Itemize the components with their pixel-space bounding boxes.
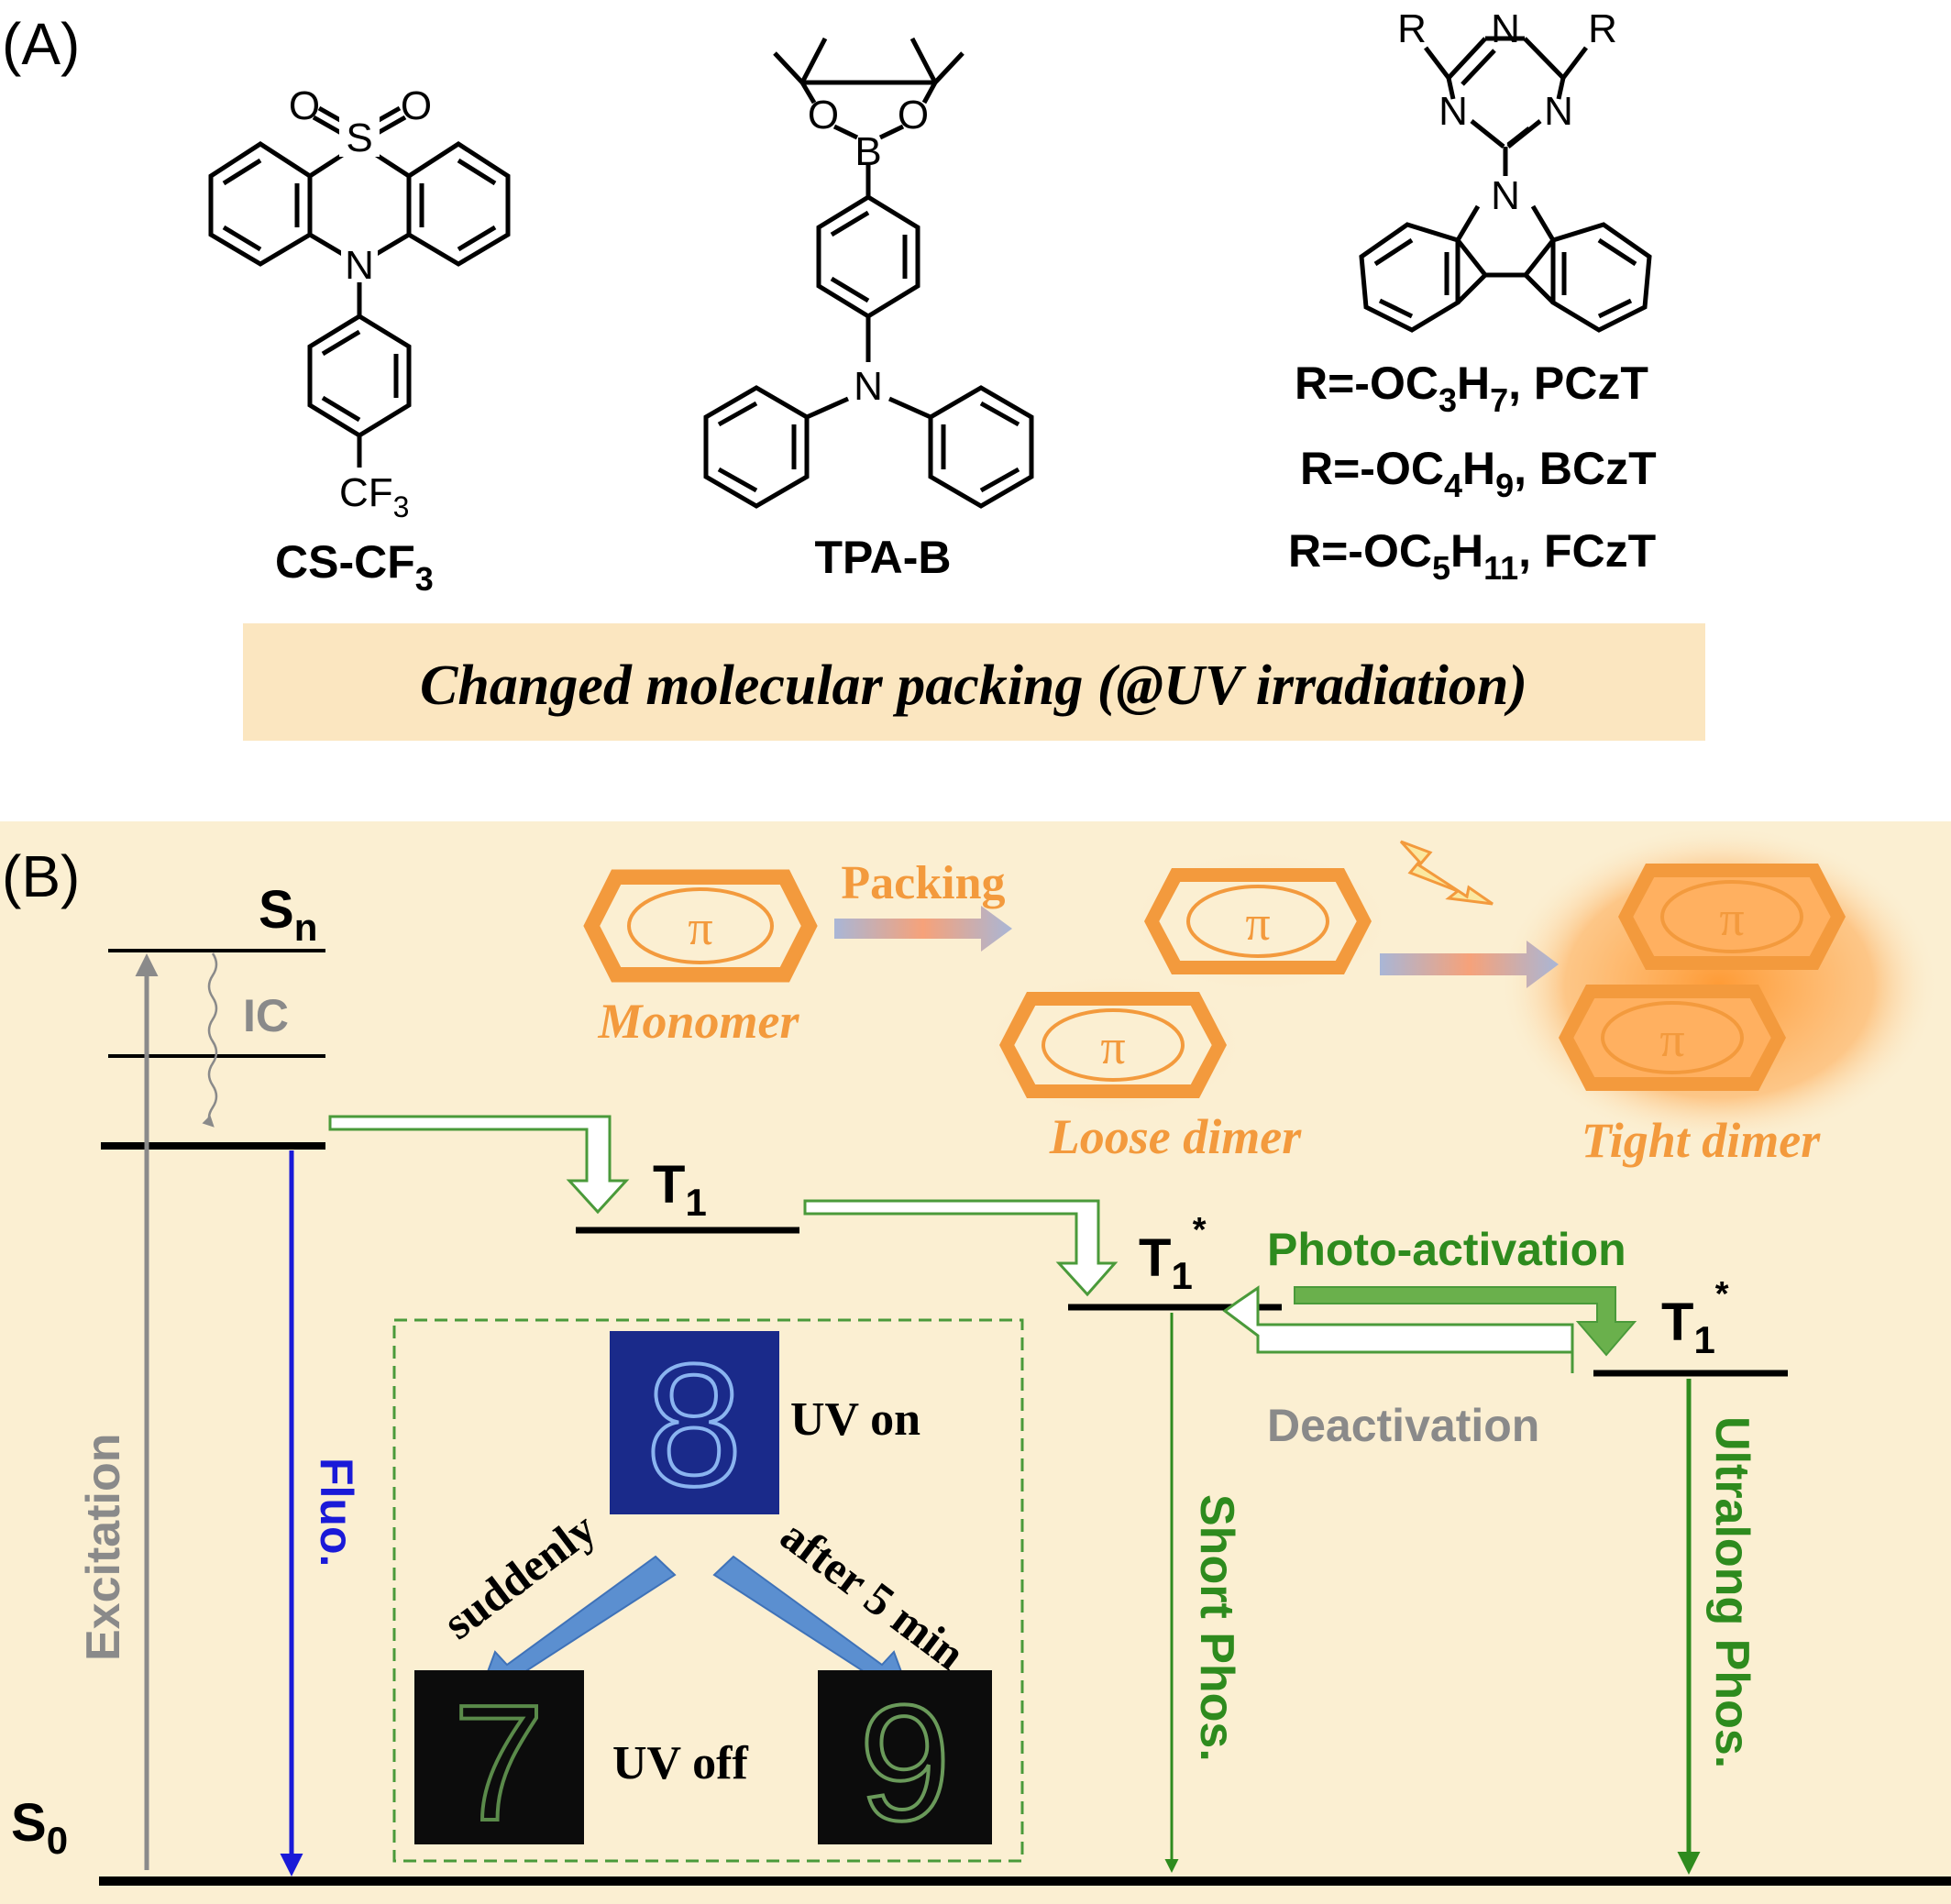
t1-label: T1 bbox=[653, 1155, 707, 1224]
pi-symbol: π bbox=[1659, 1012, 1684, 1067]
sudden-digit: 7 bbox=[453, 1671, 545, 1855]
compound-tpa-b-atoms: O O B N TPA-B bbox=[808, 93, 952, 583]
short-phos-label: Short Phos. bbox=[1190, 1494, 1243, 1762]
panel-a-label: (A) bbox=[2, 11, 80, 77]
compound-name: CS-CF bbox=[275, 536, 415, 588]
atom-r: R bbox=[1588, 6, 1617, 51]
pi-symbol: π bbox=[1719, 891, 1744, 946]
uv-off-label: UV off bbox=[612, 1737, 748, 1789]
uv-on-photo bbox=[610, 1331, 779, 1514]
packing-schematic: π Monomer Packing π π Loose dimer π bbox=[583, 825, 1939, 1168]
pi-symbol: π bbox=[1100, 1019, 1125, 1074]
variant-fczt: R=-OC5H11, FCzT bbox=[1288, 525, 1656, 587]
pi-symbol: π bbox=[688, 900, 712, 955]
deactivation-label: Deactivation bbox=[1267, 1400, 1539, 1451]
loose-dimer-bottom: π bbox=[999, 992, 1227, 1098]
fluorescence-label: Fluo. bbox=[311, 1458, 362, 1567]
svg-text:CF3: CF3 bbox=[339, 470, 409, 523]
atom-n: N bbox=[854, 364, 883, 409]
sn-label: Sn bbox=[259, 880, 317, 949]
tight-dimer-top: π bbox=[1618, 864, 1846, 970]
panel-b-label: (B) bbox=[2, 843, 80, 909]
compound-triazine-carbazole bbox=[1359, 36, 1652, 333]
cf3-group-sub: 3 bbox=[393, 490, 410, 523]
t1-star-label: T1* bbox=[1139, 1211, 1207, 1297]
uv-off-photo-sudden bbox=[414, 1670, 584, 1844]
inset-frame bbox=[392, 1318, 1024, 1863]
svg-text:CS-CF3: CS-CF3 bbox=[275, 536, 434, 598]
uv-on-digit: 8 bbox=[645, 1328, 743, 1523]
compound-cs-cf3-atoms: O S O N CF3 CS-CF3 bbox=[275, 83, 434, 598]
uv-on-label: UV on bbox=[790, 1393, 920, 1446]
atom-o: O bbox=[808, 93, 839, 138]
loose-dimer-top: π bbox=[1144, 868, 1372, 974]
packing-label: Packing bbox=[841, 857, 1005, 909]
t1-star2-label: T1* bbox=[1661, 1275, 1729, 1361]
atom-n: N bbox=[345, 243, 374, 288]
compound-cs-cf3 bbox=[208, 105, 511, 468]
packing-arrow bbox=[834, 906, 1012, 952]
banner-box bbox=[243, 623, 1705, 741]
atom-o: O bbox=[289, 83, 320, 128]
atom-s: S bbox=[346, 116, 372, 160]
atom-r: R bbox=[1397, 6, 1427, 51]
cf3-group: CF bbox=[339, 470, 393, 515]
ic-label: IC bbox=[243, 990, 289, 1041]
atom-b: B bbox=[854, 129, 881, 174]
s0-label: S0 bbox=[11, 1793, 68, 1862]
atom-o: O bbox=[898, 93, 929, 138]
pi-symbol: π bbox=[1245, 896, 1270, 951]
after-digit: 9 bbox=[859, 1671, 951, 1855]
atom-n: N bbox=[1491, 173, 1520, 218]
atom-n: N bbox=[1491, 6, 1520, 51]
monomer-label: Monomer bbox=[597, 994, 799, 1049]
compound-name: TPA-B bbox=[814, 532, 951, 583]
photo-activation-arrow bbox=[1294, 1286, 1637, 1357]
ic-wavy-arrow bbox=[202, 952, 218, 1128]
compound-name-sub: 3 bbox=[415, 560, 434, 598]
uv-off-photo-after bbox=[818, 1670, 992, 1844]
atom-n: N bbox=[1438, 89, 1468, 134]
compound-tpa-b bbox=[703, 37, 1034, 509]
irradiation-arrow bbox=[1380, 941, 1559, 988]
photo-activation-label: Photo-activation bbox=[1267, 1224, 1626, 1275]
deactivation-arrow bbox=[1222, 1285, 1574, 1373]
isc-arrows bbox=[328, 1115, 1574, 1373]
ultralong-phos-label: Ultralong Phos. bbox=[1705, 1416, 1758, 1768]
atom-o: O bbox=[401, 83, 432, 128]
variant-bczt: R=-OC4H9, BCzT bbox=[1300, 443, 1657, 504]
compound3-variants: R=-OC3H7, PCzT R=-OC4H9, BCzT R=-OC5H11,… bbox=[1288, 358, 1657, 587]
tight-dimer-label: Tight dimer bbox=[1582, 1113, 1821, 1168]
excitation-label: Excitation bbox=[77, 1434, 130, 1662]
loose-dimer-label: Loose dimer bbox=[1049, 1109, 1302, 1164]
banner-text: Changed molecular packing (@UV irradiati… bbox=[420, 655, 1527, 717]
monomer-hexagon: π bbox=[583, 869, 818, 983]
variant-pczt: R=-OC3H7, PCzT bbox=[1295, 358, 1648, 419]
tight-dimer-bottom: π bbox=[1559, 985, 1786, 1091]
atom-n: N bbox=[1544, 89, 1573, 134]
lightning-icon bbox=[1399, 840, 1494, 906]
compound-triazine-atoms: R N R N N N bbox=[1397, 6, 1617, 218]
